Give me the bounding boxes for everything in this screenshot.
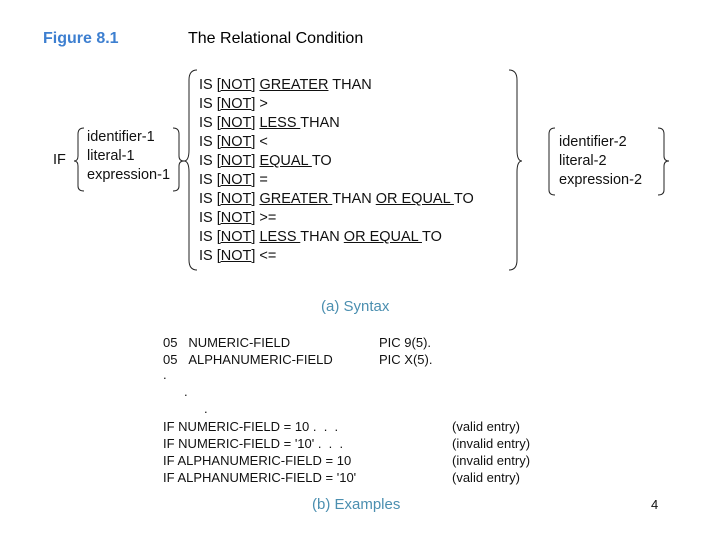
- required-word: [NOT]: [216, 191, 256, 207]
- left-operand: identifier-1: [87, 129, 155, 145]
- optional-word: =: [255, 172, 268, 188]
- optional-word: IS: [199, 96, 217, 112]
- ellipsis-dot: .: [184, 384, 188, 399]
- optional-word: IS: [199, 134, 217, 150]
- optional-word: TO: [311, 153, 332, 169]
- optional-word: THAN: [328, 77, 372, 93]
- if-statements: IF NUMERIC-FIELD = 10 . . . IF NUMERIC-FI…: [163, 418, 356, 486]
- required-word: [NOT]: [216, 77, 256, 93]
- required-word: [NOT]: [216, 172, 256, 188]
- required-word: OR EQUAL: [343, 229, 422, 245]
- required-word: [NOT]: [216, 115, 256, 131]
- ellipsis-dot: .: [204, 401, 208, 416]
- optional-word: IS: [199, 229, 217, 245]
- right-operand: expression-2: [559, 172, 643, 188]
- page-number: 4: [651, 497, 659, 512]
- declaration-row: 05 ALPHANUMERIC-FIELD: [163, 351, 333, 368]
- if-statement: IF ALPHANUMERIC-FIELD = 10: [163, 453, 352, 468]
- optional-word: IS: [199, 153, 217, 169]
- if-keyword: IF: [53, 152, 66, 168]
- optional-word: TO: [453, 191, 474, 207]
- right-operand: identifier-2: [559, 134, 627, 150]
- condition-row: IS [NOT] LESS THAN: [199, 114, 474, 133]
- condition-close-brace: [508, 69, 523, 271]
- left-operand: expression-1: [87, 167, 171, 183]
- optional-word: >=: [255, 210, 277, 226]
- required-word: GREATER: [259, 77, 329, 93]
- condition-row: IS [NOT] =: [199, 171, 474, 190]
- field-name: ALPHANUMERIC-FIELD: [188, 352, 333, 367]
- ellipsis-dot: .: [163, 367, 167, 382]
- condition-row: IS [NOT] LESS THAN OR EQUAL TO: [199, 228, 474, 247]
- condition-row: IS [NOT] EQUAL TO: [199, 152, 474, 171]
- required-word: [NOT]: [216, 153, 256, 169]
- right-operands: identifier-2 literal-2 expression-2: [559, 133, 642, 190]
- validity-note: (valid entry): [452, 470, 520, 485]
- required-word: [NOT]: [216, 96, 256, 112]
- optional-word: IS: [199, 115, 217, 131]
- declaration-row: 05 NUMERIC-FIELD: [163, 334, 333, 351]
- right-operand: literal-2: [559, 153, 607, 169]
- required-word: EQUAL: [259, 153, 312, 169]
- required-word: LESS: [259, 115, 301, 131]
- condition-row: IS [NOT] >=: [199, 209, 474, 228]
- pic-clause: PIC X(5).: [379, 352, 433, 367]
- if-statement: IF NUMERIC-FIELD = '10' . . .: [163, 436, 344, 451]
- optional-word: >: [255, 96, 268, 112]
- validity-note: (invalid entry): [452, 453, 531, 468]
- optional-word: IS: [199, 172, 217, 188]
- condition-row: IS [NOT] <=: [199, 247, 474, 266]
- condition-row: IS [NOT] GREATER THAN OR EQUAL TO: [199, 190, 474, 209]
- pic-clause: PIC 9(5).: [379, 335, 432, 350]
- left-operand: literal-1: [87, 148, 135, 164]
- optional-word: IS: [199, 191, 217, 207]
- optional-word: IS: [199, 210, 217, 226]
- left-operand-open-brace: [73, 127, 85, 192]
- level-number: 05: [163, 352, 178, 367]
- optional-word: THAN: [332, 191, 376, 207]
- figure-title: The Relational Condition: [188, 30, 364, 47]
- optional-word: TO: [421, 229, 442, 245]
- optional-word: THAN: [300, 115, 340, 131]
- level-number: 05: [163, 335, 178, 350]
- required-word: LESS: [259, 229, 301, 245]
- left-operand-close-brace: [172, 127, 185, 192]
- required-word: OR EQUAL: [375, 191, 454, 207]
- condition-row: IS [NOT] GREATER THAN: [199, 76, 474, 95]
- required-word: [NOT]: [216, 229, 256, 245]
- condition-open-brace: [183, 69, 198, 271]
- field-name: NUMERIC-FIELD: [188, 335, 291, 350]
- condition-row: IS [NOT] >: [199, 95, 474, 114]
- syntax-caption: (a) Syntax: [321, 298, 390, 315]
- required-word: [NOT]: [216, 134, 256, 150]
- examples-caption: (b) Examples: [312, 496, 401, 513]
- if-statement: IF ALPHANUMERIC-FIELD = '10': [163, 470, 357, 485]
- validity-note: (invalid entry): [452, 436, 531, 451]
- optional-word: THAN: [300, 229, 344, 245]
- required-word: [NOT]: [216, 248, 256, 264]
- right-operand-close-brace: [657, 127, 670, 196]
- figure-label: Figure 8.1: [43, 30, 119, 47]
- optional-word: IS: [199, 77, 217, 93]
- if-statement: IF NUMERIC-FIELD = 10 . . .: [163, 419, 339, 434]
- validity-note: (valid entry): [452, 419, 520, 434]
- condition-row: IS [NOT] <: [199, 133, 474, 152]
- validity-notes: (valid entry) (invalid entry) (invalid ent…: [452, 418, 530, 486]
- required-word: GREATER: [259, 191, 333, 207]
- optional-word: IS: [199, 248, 217, 264]
- required-word: [NOT]: [216, 210, 256, 226]
- right-operand-open-brace: [548, 127, 556, 196]
- pic-clauses: PIC 9(5). PIC X(5).: [379, 334, 432, 368]
- left-operands: identifier-1 literal-1 expression-1: [87, 128, 170, 185]
- optional-word: <: [255, 134, 268, 150]
- optional-word: <=: [255, 248, 277, 264]
